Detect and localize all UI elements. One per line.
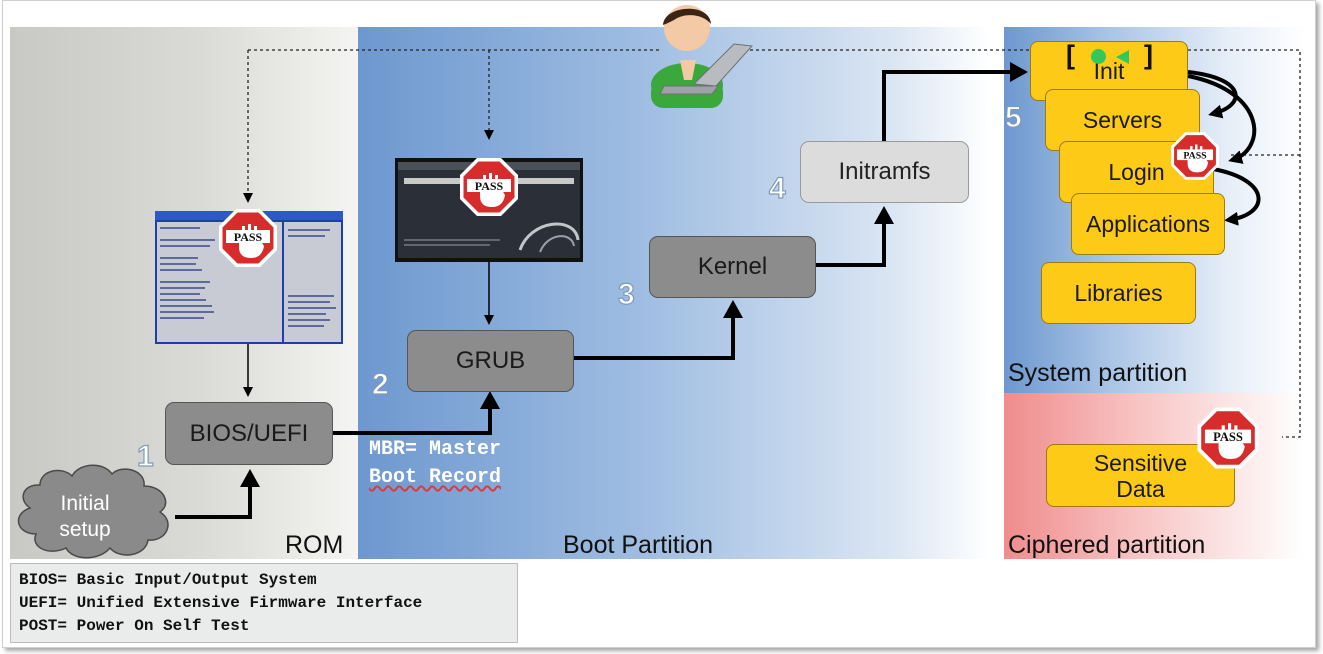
kernel-box: Kernel [649, 236, 816, 298]
init-bracket-right: ] [1144, 40, 1153, 70]
abbreviation-legend: BIOS= Basic Input/Output System UEFI= Un… [10, 563, 518, 643]
green-dot-icon [1091, 49, 1106, 64]
flow-arrows [175, 62, 1261, 519]
legend-line-post: POST= Power On Self Test [19, 617, 250, 635]
initial-setup-cloud [17, 464, 169, 559]
mbr-note-line-2: Boot Record [369, 466, 502, 489]
cloud-line-2: setup [59, 518, 111, 541]
sensitive-data-box: Sensitive Data [1046, 444, 1235, 507]
bios-uefi-box: BIOS/UEFI [165, 402, 333, 465]
step-number-4: 4 [768, 171, 786, 205]
stop-pass-sign-icon: PASS [1197, 407, 1259, 469]
svg-text:PASS: PASS [1183, 150, 1207, 161]
system-partition-label: System partition [1008, 359, 1188, 387]
initramfs-box: Initramfs [800, 141, 969, 203]
mbr-note-line-1: MBR= Master [369, 438, 502, 461]
servers-box: Servers [1045, 89, 1200, 151]
stop-pass-sign-icon: PASS [219, 209, 277, 267]
legend-line-bios: BIOS= Basic Input/Output System [19, 571, 317, 589]
init-bracket-left: [ [1066, 40, 1075, 70]
user-with-laptop-icon [651, 5, 754, 108]
svg-text:PASS: PASS [234, 230, 263, 244]
applications-box: Applications [1071, 193, 1225, 255]
cloud-line-1: Initial [60, 492, 110, 515]
step-number-3: 3 [617, 277, 635, 311]
svg-text:PASS: PASS [1213, 430, 1243, 444]
libraries-box: Libraries [1041, 262, 1196, 324]
initial-setup-label: Initial setup [35, 491, 135, 543]
step-number-1: 1 [136, 439, 154, 473]
green-triangle-icon [1116, 50, 1129, 64]
step-number-2: 2 [371, 367, 389, 401]
stop-pass-sign-icon: PASS [460, 158, 518, 216]
stop-pass-sign-icon: PASS [1171, 132, 1219, 180]
grub-box: GRUB [407, 330, 574, 392]
rom-label: ROM [285, 531, 344, 559]
step-number-5: 5 [1004, 100, 1022, 134]
mbr-note: MBR= Master Boot Record [369, 436, 501, 492]
sensitive-data-line-1: Sensitive [1093, 449, 1188, 476]
svg-text:PASS: PASS [475, 179, 504, 193]
legend-line-uefi: UEFI= Unified Extensive Firmware Interfa… [19, 594, 423, 612]
boot-partition-label: Boot Partition [563, 531, 714, 559]
sensitive-data-line-2: Data [1116, 475, 1165, 502]
ciphered-partition-label: Ciphered partition [1008, 531, 1206, 559]
